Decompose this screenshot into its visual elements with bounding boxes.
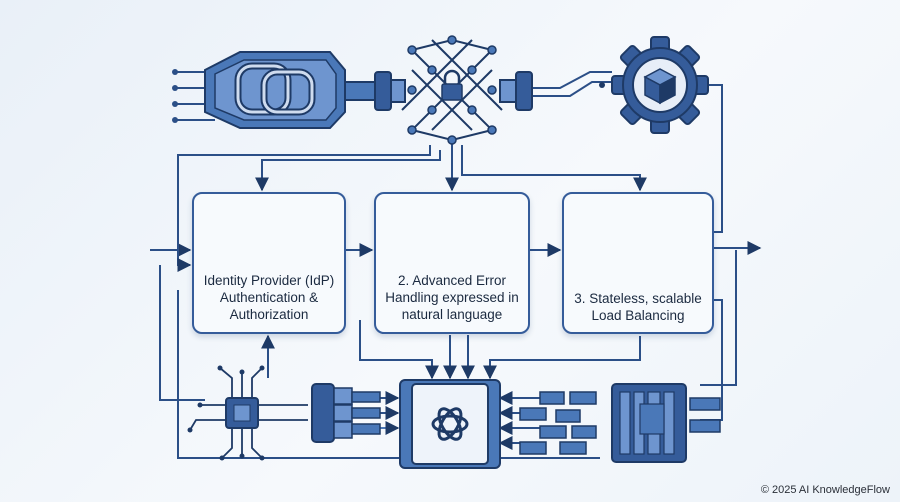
network-to-card3-arrow <box>461 145 647 192</box>
card3-title: 3. Stateless, scalable <box>574 291 702 306</box>
knot-logo-icon <box>431 407 469 441</box>
lock-icon <box>441 69 463 101</box>
card1-line3: Authorization <box>229 307 309 322</box>
card2-line2-emph: Handling <box>385 290 439 305</box>
gear-icon <box>599 36 709 134</box>
left-loop-arrow <box>177 145 431 272</box>
link-connector-icon <box>172 51 406 129</box>
switch-rack-icon <box>611 383 687 463</box>
identity-provider-card: Identity Provider (IdP) Authentication &… <box>192 192 346 334</box>
cube-icon <box>643 68 677 105</box>
card2-line2-rest: expressed in <box>438 290 519 305</box>
card2-line2: Handling expressed in <box>376 289 528 306</box>
cable-connectors-icon <box>519 391 721 455</box>
gear-feedback-line <box>708 84 723 233</box>
card3-to-core-arrow <box>483 336 641 380</box>
network-to-card1-arrow <box>255 150 441 192</box>
multi-connector-icon <box>311 383 381 443</box>
copyright-credit: © 2025 AI KnowledgeFlow <box>760 484 890 496</box>
network-mesh-icon <box>401 35 533 145</box>
card1-line2: Authentication & <box>219 290 319 305</box>
error-handling-card: 2. Advanced Error Handling expressed in … <box>374 192 530 334</box>
card1-title: Identity Provider (IdP) <box>203 273 335 288</box>
microchip-icon <box>187 365 308 461</box>
card2-title: 2. Advanced Error <box>397 273 507 288</box>
card2-line3: natural language <box>401 307 503 322</box>
card3-line2: Load Balancing <box>591 308 685 323</box>
load-balancing-card: 3. Stateless, scalable Load Balancing <box>562 192 714 334</box>
central-core-icon <box>399 379 501 469</box>
